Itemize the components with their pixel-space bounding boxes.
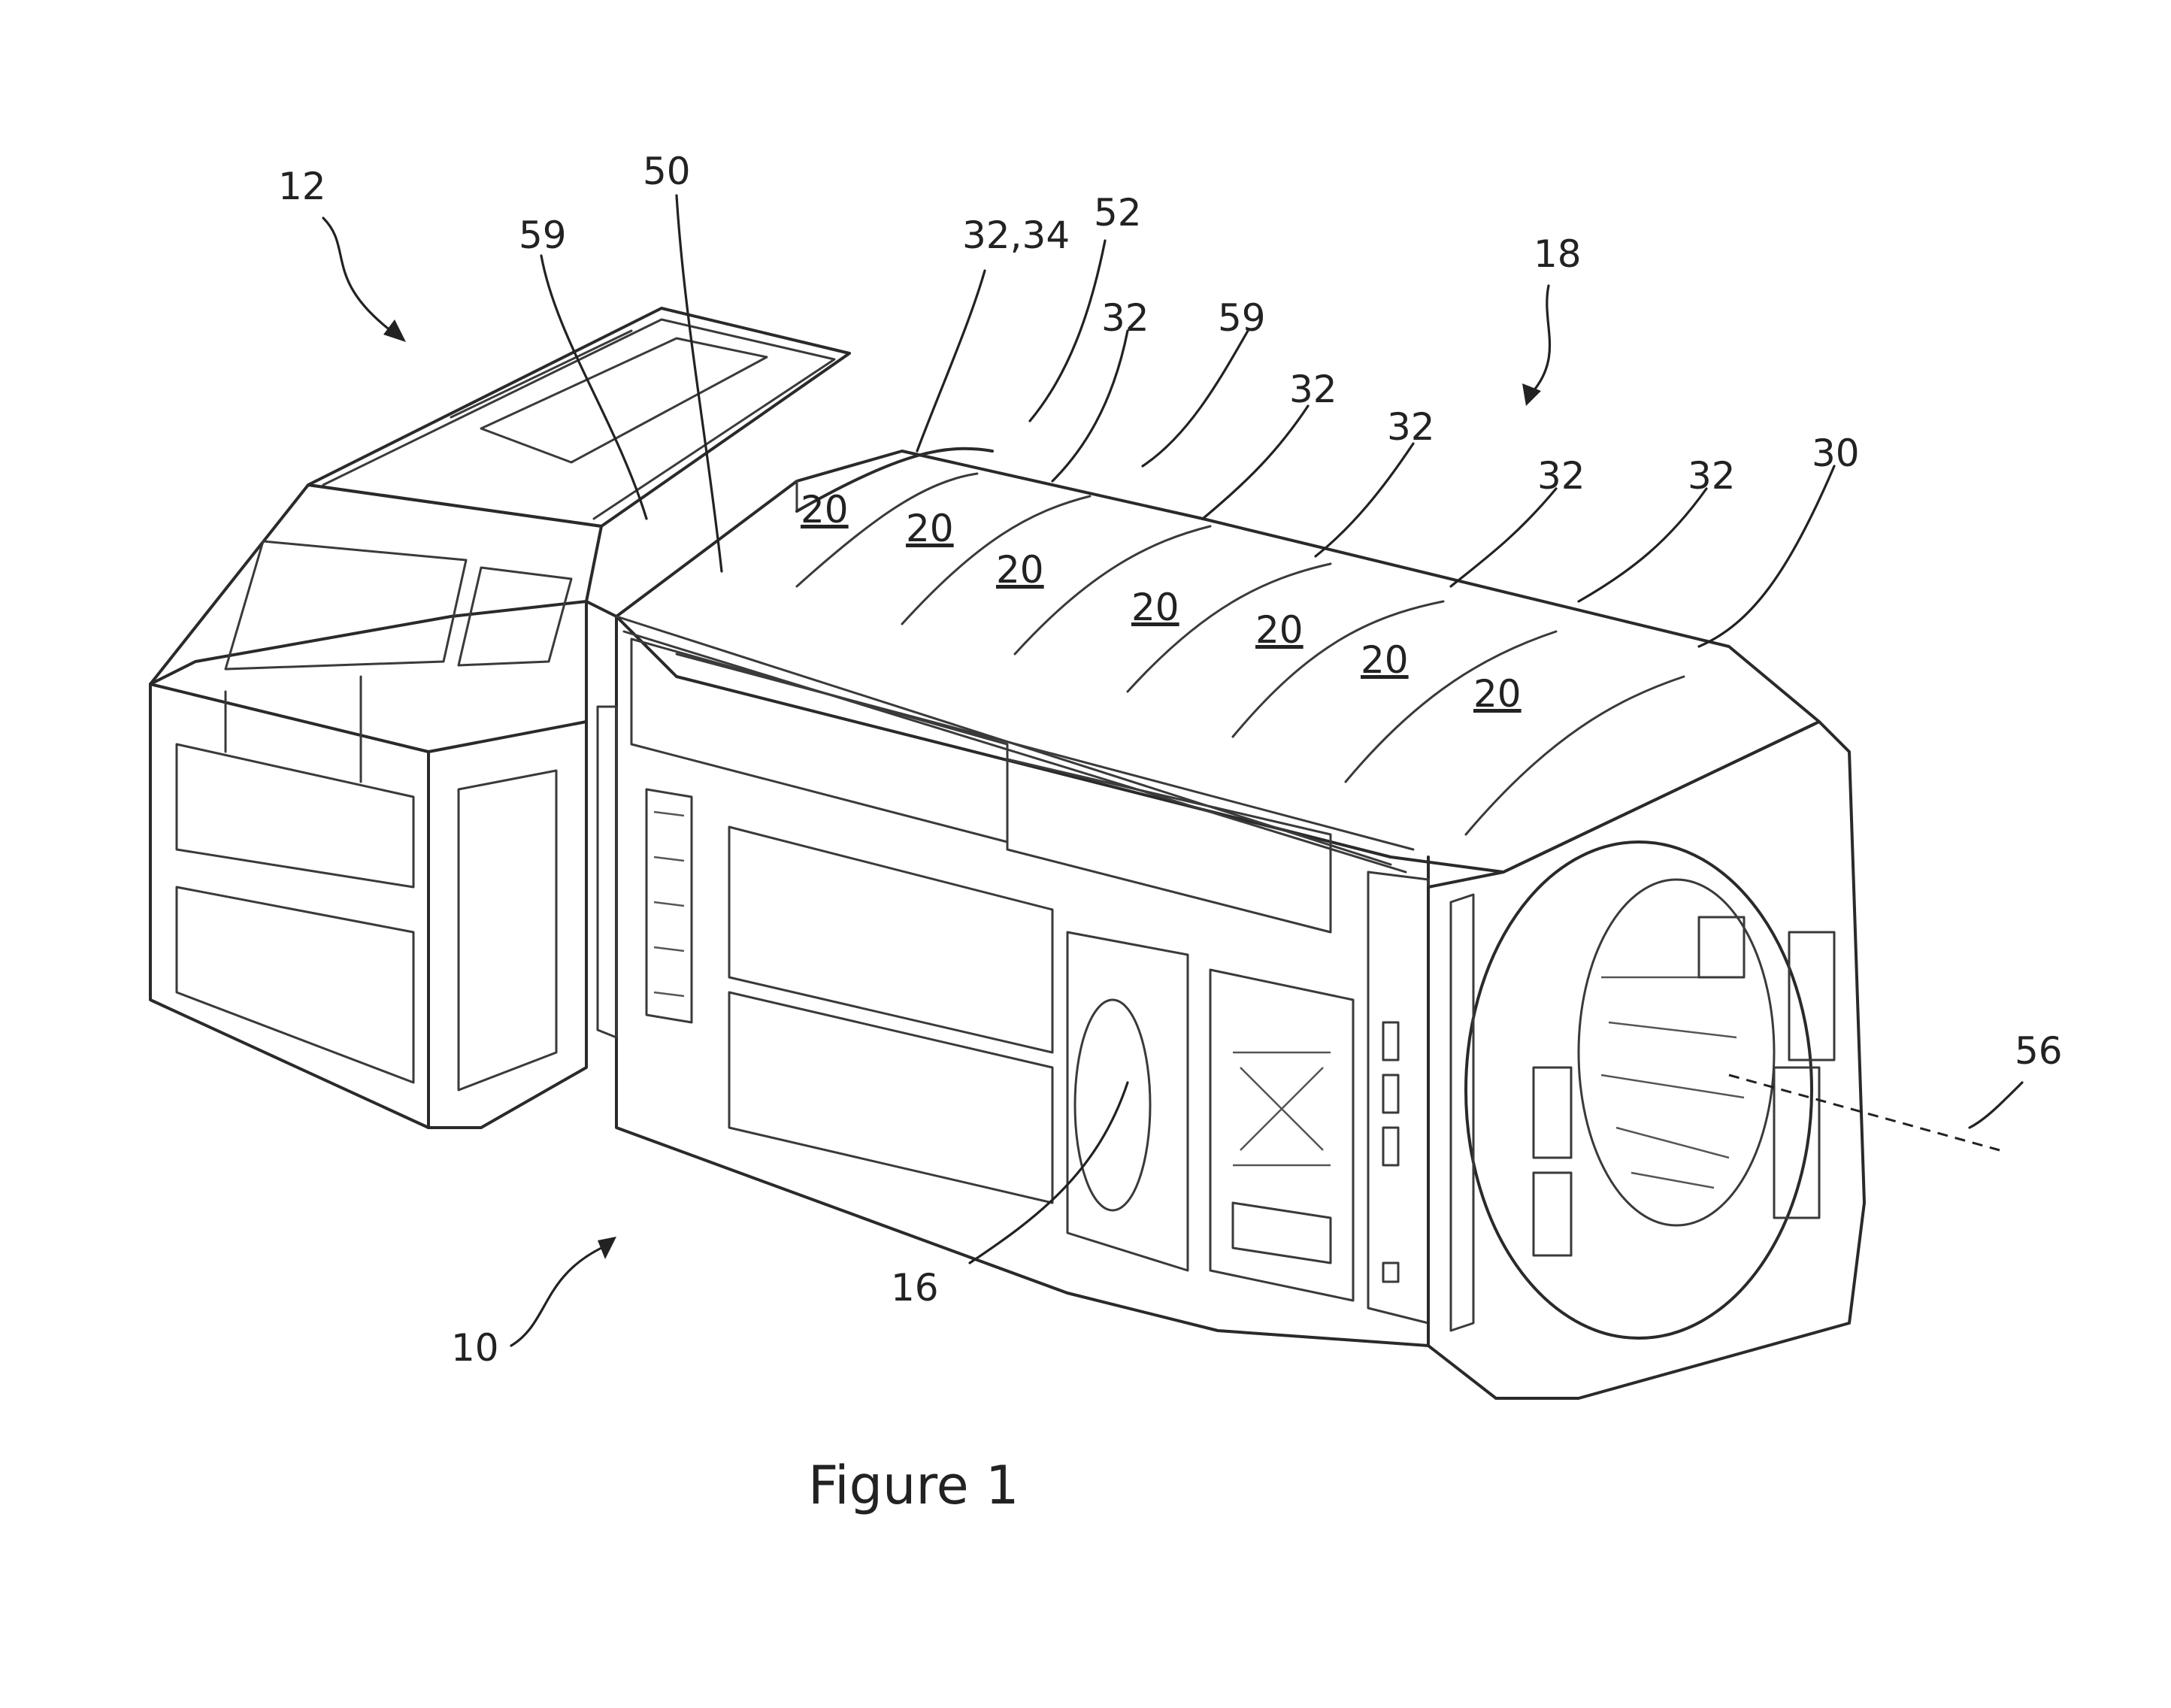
ref-18: 18 (1534, 232, 1582, 276)
ref-20-a: 20 (801, 488, 849, 531)
reference-numerals: 12 50 59 32,34 52 18 32 59 32 32 32 32 3… (278, 150, 2063, 1370)
ref-20-g: 20 (1473, 672, 1522, 716)
ref-59-right: 59 (1218, 296, 1266, 340)
main-body (585, 450, 1821, 1347)
bore-end (1427, 720, 1866, 1400)
ref-32-a: 32 (1101, 296, 1149, 340)
ref-52: 52 (1094, 191, 1142, 235)
ref-59-left: 59 (519, 214, 567, 257)
ref-32-c: 32 (1387, 405, 1435, 449)
leader-lines (322, 194, 2024, 1347)
ref-20-e: 20 (1255, 608, 1304, 652)
top-segments (795, 447, 1685, 836)
ref-16: 16 (891, 1266, 939, 1310)
ref-30: 30 (1812, 432, 1860, 475)
ref-10: 10 (451, 1326, 499, 1370)
ref-20-b: 20 (906, 507, 954, 550)
ref-32-b: 32 (1289, 368, 1337, 411)
ref-32-34: 32,34 (962, 214, 1070, 257)
ref-32-e: 32 (1688, 454, 1736, 498)
figure-caption: Figure 1 (808, 1455, 1019, 1516)
ref-50: 50 (643, 150, 691, 193)
ref-12: 12 (278, 165, 326, 208)
ref-56: 56 (2015, 1029, 2063, 1073)
ref-20-c: 20 (996, 548, 1044, 592)
axis-56-line (1728, 1074, 2000, 1152)
left-cabinet (149, 307, 851, 1129)
ref-20-f: 20 (1361, 638, 1409, 682)
ref-32-d: 32 (1537, 454, 1585, 498)
ref-20-d: 20 (1131, 586, 1179, 629)
